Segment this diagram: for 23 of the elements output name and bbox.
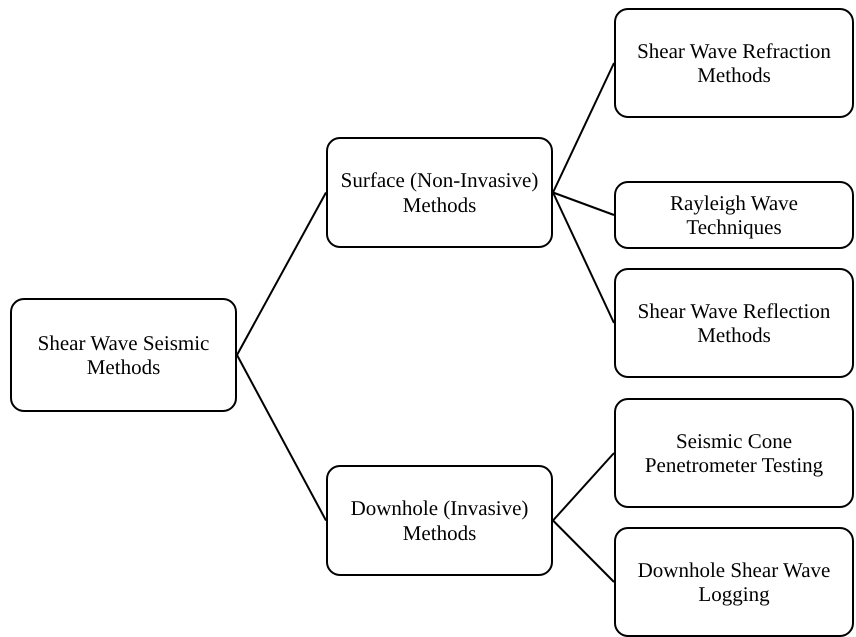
- method-label: Downhole (Invasive) Methods: [350, 496, 530, 545]
- method-box: [614, 8, 854, 118]
- method-box: [614, 398, 854, 508]
- method-label: Shear Wave Reflection Methods: [636, 298, 832, 348]
- method-box: [614, 181, 854, 249]
- connector-line: [552, 520, 615, 583]
- method-box: [326, 465, 553, 576]
- connector-line: [552, 62, 615, 193]
- connector-line: [236, 354, 327, 521]
- method-label: Shear Wave Seismic Methods: [36, 330, 210, 380]
- method-label: Shear Wave Refraction Methods: [636, 38, 832, 88]
- method-label: Surface (Non-Invasive) Methods: [340, 168, 540, 217]
- method-box: [10, 298, 237, 412]
- method-label: Rayleigh Wave Techniques: [669, 190, 799, 240]
- method-box: [614, 268, 854, 378]
- method-box: [614, 527, 854, 637]
- connector-line: [552, 192, 614, 216]
- connector-line: [552, 452, 615, 522]
- method-label: Downhole Shear Wave Logging: [636, 558, 832, 606]
- connector-line: [236, 192, 327, 356]
- method-label: Seismic Cone Penetrometer Testing: [644, 428, 824, 478]
- method-box: [326, 137, 553, 248]
- connector-line: [552, 192, 615, 324]
